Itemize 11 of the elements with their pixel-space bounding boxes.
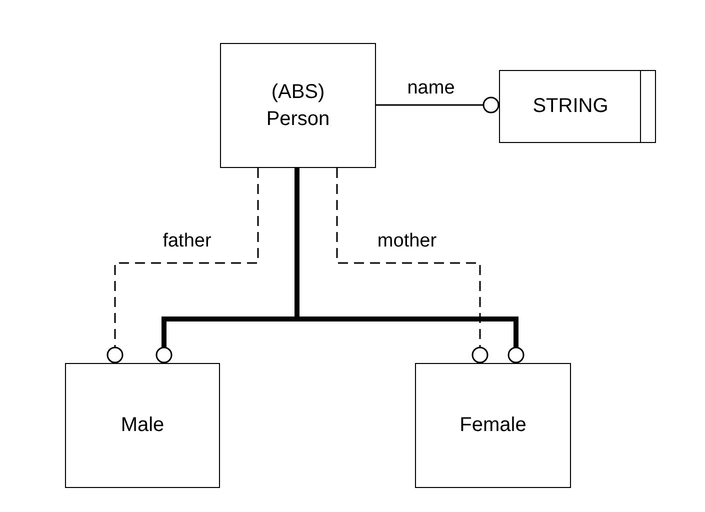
entity-name: STRING bbox=[532, 94, 610, 119]
entity-name: Male bbox=[120, 413, 166, 438]
entity-box bbox=[220, 43, 376, 168]
dashed-connector bbox=[106, 168, 259, 364]
connector bbox=[376, 96, 500, 114]
dashed-connector bbox=[336, 168, 488, 364]
entity-box bbox=[65, 363, 220, 488]
entity-box bbox=[415, 363, 571, 488]
entity-name: Female bbox=[458, 413, 528, 438]
entity-box bbox=[499, 70, 656, 143]
entity-name: (ABS) Person bbox=[265, 80, 331, 132]
